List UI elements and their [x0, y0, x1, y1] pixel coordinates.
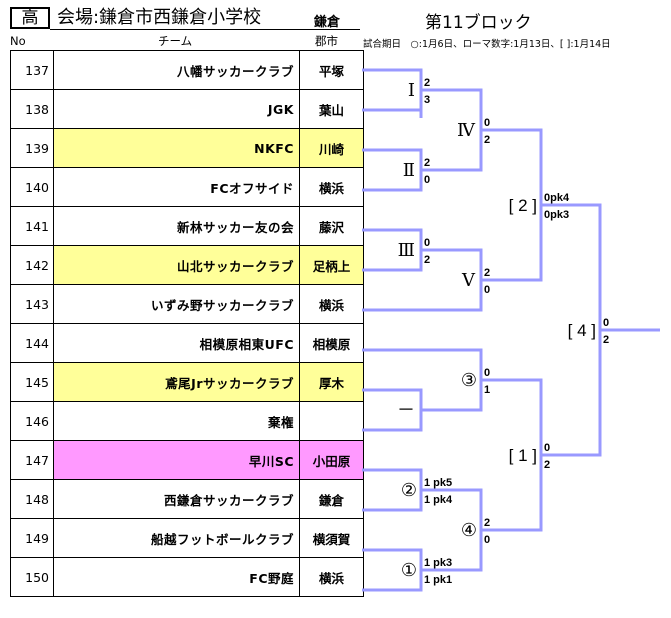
score-bottom: 1 pk1	[424, 574, 452, 586]
score-top: 0	[424, 237, 430, 249]
team-name: 鳶尾Jrサッカークラブ	[53, 362, 300, 402]
score-top: 2	[424, 157, 430, 169]
team-name: FCオフサイド	[53, 167, 300, 207]
score-bottom: 2	[484, 134, 490, 146]
score-bottom: 2	[424, 254, 430, 266]
team-city: 厚木	[299, 362, 364, 402]
schedule-legend: 試合期日 ○:1月6日、ローマ数字:1月13日、[ ]:1月14日	[363, 39, 611, 50]
score-top: 1 pk3	[424, 557, 452, 569]
score-bottom: 0	[484, 284, 490, 296]
column-header-city: 郡市	[315, 34, 338, 48]
team-name: 新林サッカー友の会	[53, 206, 300, 246]
team-number: 150	[10, 557, 54, 597]
team-name: NKFC	[53, 128, 300, 168]
score-bottom: 2	[544, 459, 550, 471]
match-label: Ⅳ	[457, 120, 476, 141]
score-top: 2	[424, 77, 430, 89]
team-city: 小田原	[299, 440, 364, 480]
team-number: 146	[10, 401, 54, 441]
score-top: 0	[544, 442, 550, 454]
match-label: [ 1 ]	[509, 446, 537, 465]
match-label: Ⅴ	[461, 270, 476, 291]
score-top: 2	[484, 267, 490, 279]
column-header-team: チーム	[158, 34, 193, 48]
score-bottom: 0pk3	[544, 209, 569, 221]
team-city: 川崎	[299, 128, 364, 168]
match-label: ③	[461, 370, 477, 391]
match-label: ①	[401, 560, 417, 581]
team-city: 横浜	[299, 167, 364, 207]
match-label: Ⅰ	[408, 80, 415, 101]
match-label: [ 4 ]	[568, 321, 596, 340]
team-name: 早川SC	[53, 440, 300, 480]
team-city	[299, 401, 364, 441]
score-top: 2	[484, 517, 490, 529]
team-number: 149	[10, 518, 54, 558]
block-title: 第11ブロック	[425, 13, 532, 33]
venue-title: 会場:鎌倉市西鎌倉小学校	[57, 7, 262, 28]
score-bottom: 0	[424, 174, 430, 186]
score-bottom: 1 pk4	[424, 494, 453, 506]
score-top: 0pk4	[544, 192, 570, 204]
column-header-no: No	[10, 34, 26, 48]
match-label: －	[397, 400, 415, 421]
team-name: 棄権	[53, 401, 300, 441]
match-label: Ⅲ	[398, 240, 415, 261]
match-label: ②	[401, 480, 417, 501]
division-badge: 高	[10, 7, 50, 29]
score-bottom: 3	[424, 94, 430, 106]
score-top: 0	[484, 117, 490, 129]
team-city: 足柄上	[299, 245, 364, 285]
score-top: 0	[603, 317, 609, 329]
team-name: FC野庭	[53, 557, 300, 597]
team-number: 145	[10, 362, 54, 402]
team-name: 八幡サッカークラブ	[53, 50, 300, 90]
team-name: JGK	[53, 89, 300, 129]
score-top: 1 pk5	[424, 477, 452, 489]
team-number: 148	[10, 479, 54, 519]
host-city: 鎌倉	[314, 15, 341, 30]
match-label: [ 2 ]	[509, 196, 537, 215]
score-bottom: 1	[484, 384, 490, 396]
team-city: 横浜	[299, 284, 364, 324]
match-label: ④	[461, 520, 477, 541]
team-number: 147	[10, 440, 54, 480]
score-bottom: 0	[484, 534, 490, 546]
team-city: 横浜	[299, 557, 364, 597]
team-name: 船越フットボールクラブ	[53, 518, 300, 558]
match-label: Ⅱ	[403, 160, 415, 181]
team-number: 137	[10, 50, 54, 90]
team-city: 横須賀	[299, 518, 364, 558]
header-underline	[50, 29, 360, 30]
team-number: 141	[10, 206, 54, 246]
team-number: 142	[10, 245, 54, 285]
team-city: 葉山	[299, 89, 364, 129]
score-bottom: 2	[603, 334, 609, 346]
score-top: 0	[484, 367, 490, 379]
